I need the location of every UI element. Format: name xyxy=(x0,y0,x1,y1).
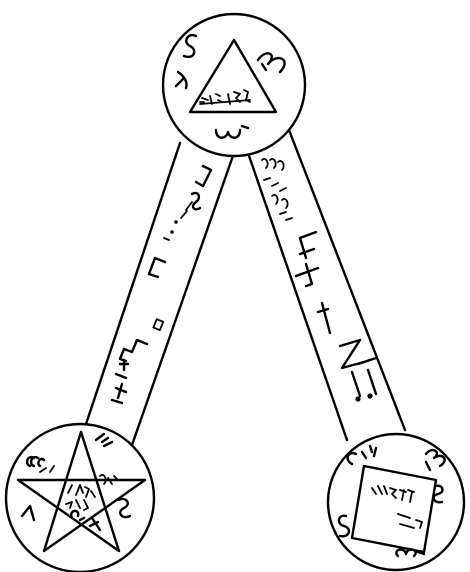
top-seal xyxy=(163,14,305,156)
right-band-glyphs xyxy=(262,159,376,402)
square-seal xyxy=(328,434,464,570)
right-band xyxy=(247,130,405,440)
left-band xyxy=(85,143,235,445)
pentagram-seal xyxy=(6,424,154,572)
